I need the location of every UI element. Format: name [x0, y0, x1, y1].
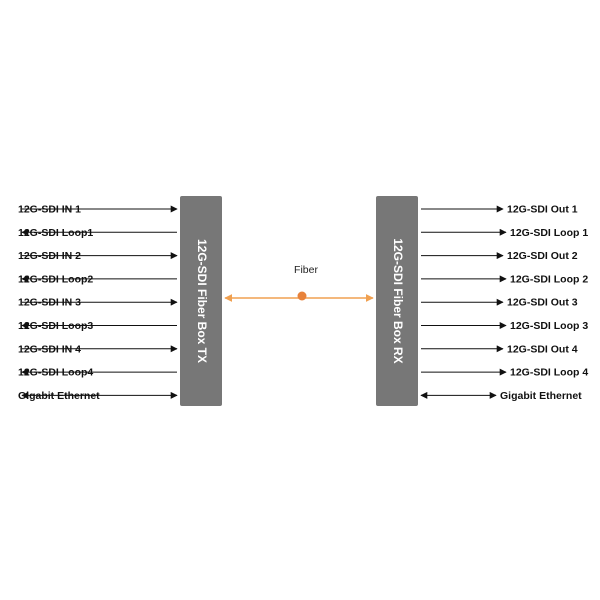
tx-port-row: 12G-SDI IN 4	[18, 343, 178, 355]
rx-port-label: 12G-SDI Loop 1	[510, 227, 588, 239]
rx-port-row: 12G-SDI Loop 2	[421, 273, 588, 285]
rx-box-body	[376, 196, 418, 406]
rx-port-label: 12G-SDI Out 2	[507, 250, 578, 262]
rx-port-label: 12G-SDI Out 3	[507, 297, 578, 309]
rx-port-row: 12G-SDI Loop 4	[421, 367, 588, 379]
tx-box-body	[180, 196, 222, 406]
tx-box: 12G-SDI Fiber Box TX	[180, 196, 222, 406]
tx-port-row: 12G-SDI Loop2	[18, 273, 177, 285]
rx-port-row: 12G-SDI Out 4	[421, 343, 578, 355]
rx-port-row: 12G-SDI Out 2	[421, 250, 578, 262]
fiber-node-dot	[297, 291, 307, 301]
rx-port-row: Gigabit Ethernet	[420, 390, 582, 402]
rx-port-row: 12G-SDI Out 3	[421, 297, 578, 309]
tx-port-row: Gigabit Ethernet	[18, 390, 178, 402]
rx-port-row: 12G-SDI Loop 1	[421, 227, 588, 239]
rx-box-label: 12G-SDI Fiber Box RX	[391, 238, 405, 363]
tx-port-row: 12G-SDI IN 1	[18, 204, 178, 216]
fiber-link: Fiber	[224, 264, 374, 302]
rx-box: 12G-SDI Fiber Box RX	[376, 196, 418, 406]
rx-port-label: Gigabit Ethernet	[500, 390, 582, 402]
tx-port-row: 12G-SDI Loop4	[18, 367, 177, 379]
tx-port-row: 12G-SDI Loop3	[18, 320, 177, 332]
rx-port-label: 12G-SDI Out 4	[507, 343, 578, 355]
rx-port-label: 12G-SDI Loop 4	[510, 367, 588, 379]
tx-port-row: 12G-SDI IN 3	[18, 297, 178, 309]
rx-ports: 12G-SDI Out 1 12G-SDI Loop 1 12G-SDI Out 2…	[420, 204, 588, 402]
fiber-label: Fiber	[294, 264, 318, 276]
tx-port-row: 12G-SDI Loop1	[18, 227, 177, 239]
tx-ports: 12G-SDI IN 1 12G-SDI Loop1 12G-SDI IN 2 12G…	[18, 204, 178, 402]
rx-port-label: 12G-SDI Out 1	[507, 204, 578, 216]
rx-port-row: 12G-SDI Loop 3	[421, 320, 588, 332]
rx-port-label: 12G-SDI Loop 2	[510, 273, 588, 285]
rx-port-label: 12G-SDI Loop 3	[510, 320, 588, 332]
tx-port-row: 12G-SDI IN 2	[18, 250, 178, 262]
tx-box-label: 12G-SDI Fiber Box TX	[195, 239, 209, 363]
rx-port-row: 12G-SDI Out 1	[421, 204, 578, 216]
